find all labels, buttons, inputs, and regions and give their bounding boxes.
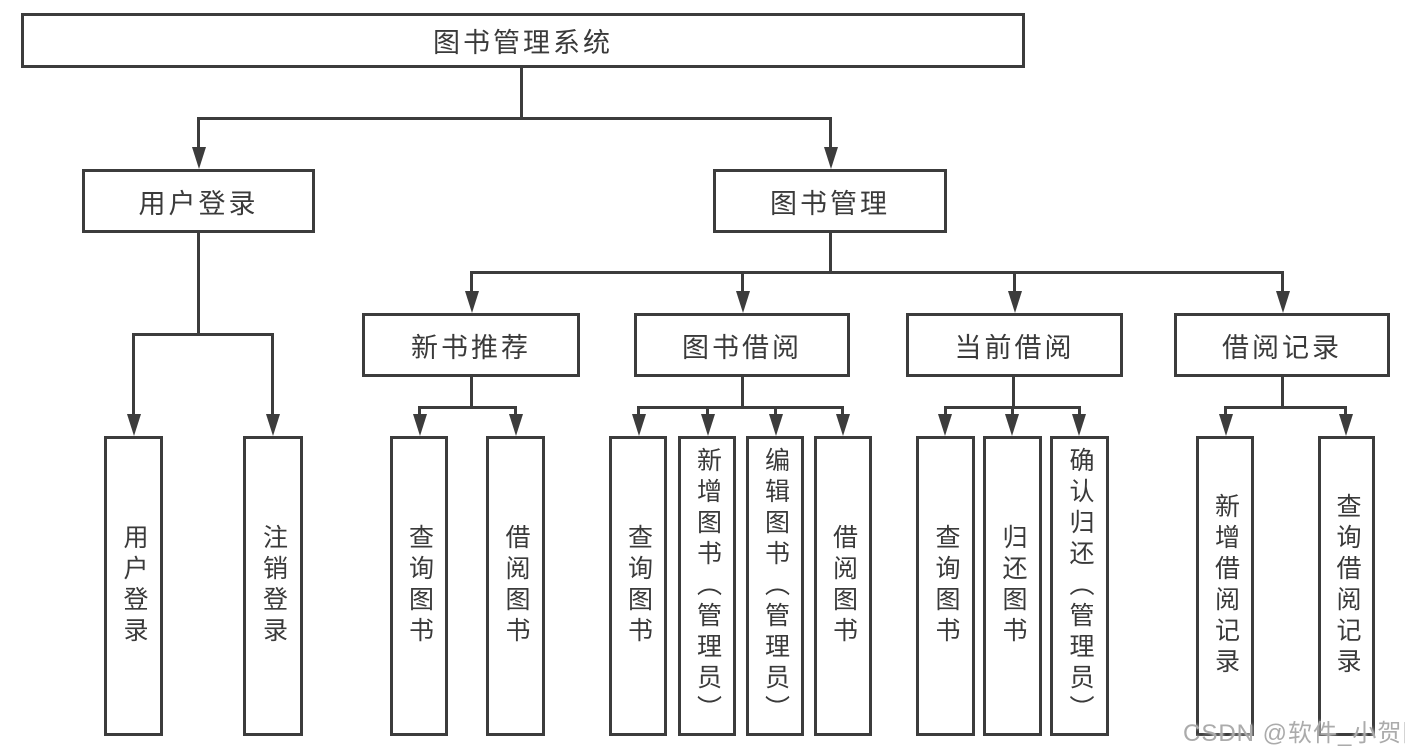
node-book-mgmt: 图书管理 <box>713 169 947 233</box>
leaf-logout: 注销登录 <box>243 436 303 736</box>
arrowhead-current-borrow <box>1008 291 1022 313</box>
node-current-borrow: 当前借阅 <box>906 313 1123 377</box>
leaf-add-book-admin: 新增图书（管理员） <box>678 436 736 736</box>
connector-to-new-book-rec <box>470 271 473 293</box>
node-book-borrow-label: 图书借阅 <box>682 332 802 363</box>
leaf-query-book-2: 查询图书 <box>609 436 667 736</box>
leaf-query-book-1: 查询图书 <box>390 436 448 736</box>
arrowhead-book-mgmt <box>824 147 838 169</box>
leaf-return-book-label: 归还图书 <box>999 524 1027 648</box>
arrowhead-leaf-edit-book <box>769 414 783 436</box>
connector-to-book-mgmt <box>829 117 832 150</box>
arrowhead-leaf-borrow-book-1 <box>509 414 523 436</box>
connector-borrow-records-stem <box>1281 377 1284 409</box>
node-root: 图书管理系统 <box>21 13 1025 68</box>
node-book-borrow: 图书借阅 <box>634 313 850 377</box>
arrowhead-book-borrow <box>736 291 750 313</box>
leaf-user-login-label: 用户登录 <box>120 524 148 648</box>
leaf-borrow-book-1: 借阅图书 <box>486 436 545 736</box>
node-new-book-rec: 新书推荐 <box>362 313 580 377</box>
leaf-add-borrow-record: 新增借阅记录 <box>1196 436 1254 736</box>
connector-to-leaf-add-book <box>706 406 709 416</box>
leaf-add-borrow-record-label: 新增借阅记录 <box>1211 493 1240 679</box>
connector-to-leaf-confirm-return <box>1078 406 1081 416</box>
connector-current-borrow-stem <box>1012 377 1015 409</box>
node-book-mgmt-label: 图书管理 <box>770 188 890 219</box>
leaf-query-book-2-label: 查询图书 <box>624 524 653 648</box>
connector-root-stem <box>520 67 523 120</box>
node-borrow-records: 借阅记录 <box>1174 313 1390 377</box>
connector-to-leaf-borrow-book-1 <box>514 406 517 416</box>
connector-user-login-stem <box>197 233 200 336</box>
leaf-confirm-return-admin: 确认归还（管理员） <box>1050 436 1109 736</box>
connector-to-leaf-query-book-3 <box>944 406 947 416</box>
arrowhead-leaf-add-book <box>701 414 715 436</box>
leaf-borrow-book-2: 借阅图书 <box>814 436 872 736</box>
leaf-user-login: 用户登录 <box>104 436 163 736</box>
leaf-query-borrow-record-label: 查询借阅记录 <box>1333 493 1361 679</box>
connector-borrow-records-branch <box>1224 406 1347 409</box>
connector-to-book-borrow <box>741 271 744 293</box>
connector-user-login-branch <box>132 333 274 336</box>
connector-to-leaf-edit-book <box>774 406 777 416</box>
connector-book-borrow-stem <box>741 377 744 409</box>
connector-book-mgmt-stem <box>829 233 832 274</box>
arrowhead-leaf-confirm-return <box>1072 414 1086 436</box>
leaf-confirm-return-admin-label: 确认归还（管理员） <box>1066 446 1094 726</box>
leaf-borrow-book-2-label: 借阅图书 <box>829 524 858 648</box>
leaf-query-borrow-record: 查询借阅记录 <box>1318 436 1375 736</box>
connector-new-book-rec-branch <box>418 406 517 409</box>
arrowhead-new-book-rec <box>465 291 479 313</box>
node-user-login: 用户登录 <box>82 169 315 233</box>
arrowhead-leaf-user-login <box>127 414 141 436</box>
leaf-logout-label: 注销登录 <box>259 524 288 648</box>
arrowhead-leaf-query-book-1 <box>413 414 427 436</box>
connector-new-book-rec-stem <box>470 377 473 409</box>
connector-to-leaf-query-record <box>1344 406 1347 416</box>
connector-to-leaf-borrow-book-2 <box>841 406 844 416</box>
arrowhead-leaf-query-book-2 <box>632 414 646 436</box>
connector-root-branch <box>197 117 832 120</box>
connector-to-leaf-return-book <box>1011 406 1014 416</box>
arrowhead-leaf-query-book-3 <box>938 414 952 436</box>
node-root-label: 图书管理系统 <box>433 28 613 58</box>
connector-to-leaf-logout <box>271 333 274 416</box>
leaf-return-book: 归还图书 <box>983 436 1042 736</box>
leaf-edit-book-admin-label: 编辑图书（管理员） <box>761 446 790 726</box>
node-current-borrow-label: 当前借阅 <box>954 332 1075 363</box>
connector-book-borrow-branch <box>637 406 844 409</box>
leaf-query-book-1-label: 查询图书 <box>405 524 434 648</box>
arrowhead-leaf-borrow-book-2 <box>836 414 850 436</box>
arrowhead-leaf-query-record <box>1339 414 1353 436</box>
connector-to-user-login <box>197 117 200 150</box>
connector-to-borrow-records <box>1281 271 1284 293</box>
node-new-book-rec-label: 新书推荐 <box>411 332 531 363</box>
node-borrow-records-label: 借阅记录 <box>1222 332 1342 363</box>
connector-to-current-borrow <box>1013 271 1016 293</box>
leaf-borrow-book-1-label: 借阅图书 <box>502 524 530 648</box>
arrowhead-leaf-add-record <box>1219 414 1233 436</box>
connector-to-leaf-query-book-1 <box>418 406 421 416</box>
connector-to-leaf-add-record <box>1224 406 1227 416</box>
csdn-watermark: CSDN @软件_小贺同学 <box>1183 720 1405 747</box>
connector-book-mgmt-branch <box>470 271 1283 274</box>
leaf-query-book-3-label: 查询图书 <box>932 524 960 648</box>
node-user-login-label: 用户登录 <box>138 188 259 219</box>
arrowhead-leaf-logout <box>266 414 280 436</box>
connector-to-leaf-user-login <box>132 333 135 416</box>
arrowhead-borrow-records <box>1276 291 1290 313</box>
leaf-query-book-3: 查询图书 <box>916 436 975 736</box>
arrowhead-leaf-return-book <box>1005 414 1019 436</box>
arrowhead-user-login <box>192 147 206 169</box>
connector-to-leaf-query-book-2 <box>637 406 640 416</box>
leaf-add-book-admin-label: 新增图书（管理员） <box>693 446 722 726</box>
leaf-edit-book-admin: 编辑图书（管理员） <box>746 436 804 736</box>
